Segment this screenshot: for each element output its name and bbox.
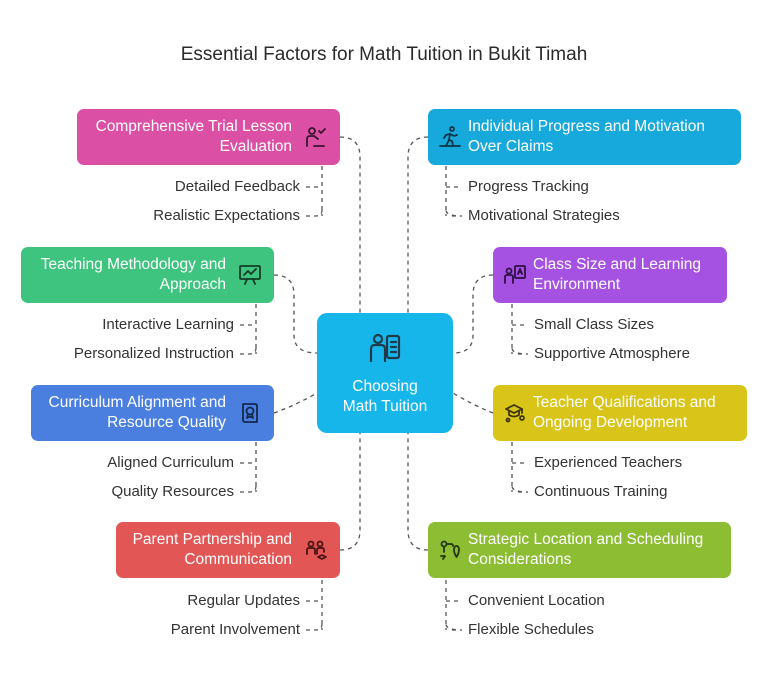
link-center-location <box>407 433 429 551</box>
item-interactive-learning: Interactive Learning <box>102 316 234 333</box>
node-label-line1: Class Size and Learning <box>533 256 702 273</box>
node-trial-lesson[interactable]: Comprehensive Trial Lesson Evaluation <box>77 109 340 165</box>
diagram-title: Essential Factors for Math Tuition in Bu… <box>180 44 588 65</box>
item-progress-tracking: Progress Tracking <box>468 178 589 195</box>
item-regular-updates: Regular Updates <box>187 592 300 609</box>
item-parent-involvement: Parent Involvement <box>170 621 300 638</box>
link-progress-items <box>445 166 463 217</box>
node-label-line2: Communication <box>184 551 292 568</box>
student-checklist-icon <box>306 127 326 147</box>
item-detailed-feedback: Detailed Feedback <box>174 178 300 195</box>
classroom-icon <box>504 265 526 284</box>
link-parent-items <box>306 580 323 631</box>
link-teacher-items <box>511 442 529 493</box>
link-center-trial <box>339 136 361 313</box>
link-center-progress <box>407 136 429 313</box>
node-teaching-methodology[interactable]: Teaching Methodology and Approach <box>21 247 274 303</box>
item-supportive-atmosphere: Supportive Atmosphere <box>534 345 690 362</box>
link-center-parent <box>339 433 361 551</box>
item-quality-resources: Quality Resources <box>111 483 234 500</box>
whiteboard-chart-icon <box>239 265 261 285</box>
item-motivational-strategies: Motivational Strategies <box>468 207 620 224</box>
parents-student-icon <box>306 540 327 560</box>
node-label-line1: Teaching Methodology and <box>40 256 226 273</box>
teacher-presentation-icon <box>369 333 401 363</box>
node-curriculum-alignment[interactable]: Curriculum Alignment and Resource Qualit… <box>31 385 274 441</box>
item-realistic-expectations: Realistic Expectations <box>153 207 300 224</box>
node-label-line1: Comprehensive Trial Lesson <box>95 118 292 135</box>
item-convenient-location: Convenient Location <box>468 592 605 609</box>
center-label-line2: Math Tuition <box>342 398 428 415</box>
link-classsize-items <box>511 304 529 355</box>
node-label-line2: Over Claims <box>468 138 554 155</box>
node-label-line2: Evaluation <box>219 138 292 155</box>
center-label-line1: Choosing <box>352 378 418 395</box>
item-aligned-curriculum: Aligned Curriculum <box>107 454 234 471</box>
center-node[interactable]: Choosing Math Tuition <box>317 313 453 433</box>
book-badge-icon <box>242 403 258 423</box>
node-label-line2: Ongoing Development <box>533 414 688 431</box>
item-experienced-teachers: Experienced Teachers <box>534 454 683 471</box>
node-class-size[interactable]: Class Size and Learning Environment <box>493 247 727 303</box>
link-center-classsize <box>452 274 494 354</box>
node-label-line2: Considerations <box>468 551 572 568</box>
link-location-items <box>445 580 463 631</box>
graduate-growth-icon <box>505 404 525 423</box>
location-route-icon <box>440 540 460 560</box>
node-individual-progress[interactable]: Individual Progress and Motivation Over … <box>428 109 741 165</box>
node-label-line1: Parent Partnership and <box>132 531 292 548</box>
item-flexible-schedules: Flexible Schedules <box>468 621 594 638</box>
node-label-line2: Approach <box>159 276 226 293</box>
item-small-class-sizes: Small Class Sizes <box>534 316 655 333</box>
node-label-line2: Environment <box>533 276 621 293</box>
node-label-line2: Resource Quality <box>107 414 226 431</box>
link-teaching-items <box>240 304 257 355</box>
link-center-curriculum <box>273 392 318 414</box>
link-curriculum-items <box>240 442 257 493</box>
link-center-teacher <box>452 392 494 414</box>
node-label-line1: Curriculum Alignment and <box>48 394 226 411</box>
node-label-line1: Individual Progress and Motivation <box>468 118 705 135</box>
link-center-teaching <box>273 274 318 354</box>
node-strategic-location[interactable]: Strategic Location and Scheduling Consid… <box>428 522 731 578</box>
node-label-line1: Teacher Qualifications and <box>533 394 716 411</box>
link-trial-items <box>306 166 323 217</box>
item-continuous-training: Continuous Training <box>534 483 668 500</box>
node-label-line1: Strategic Location and Scheduling <box>468 531 704 548</box>
item-personalized-instruction: Personalized Instruction <box>73 345 234 362</box>
node-teacher-qualifications[interactable]: Teacher Qualifications and Ongoing Devel… <box>493 385 747 441</box>
running-goal-icon <box>439 126 461 147</box>
node-parent-partnership[interactable]: Parent Partnership and Communication <box>116 522 340 578</box>
